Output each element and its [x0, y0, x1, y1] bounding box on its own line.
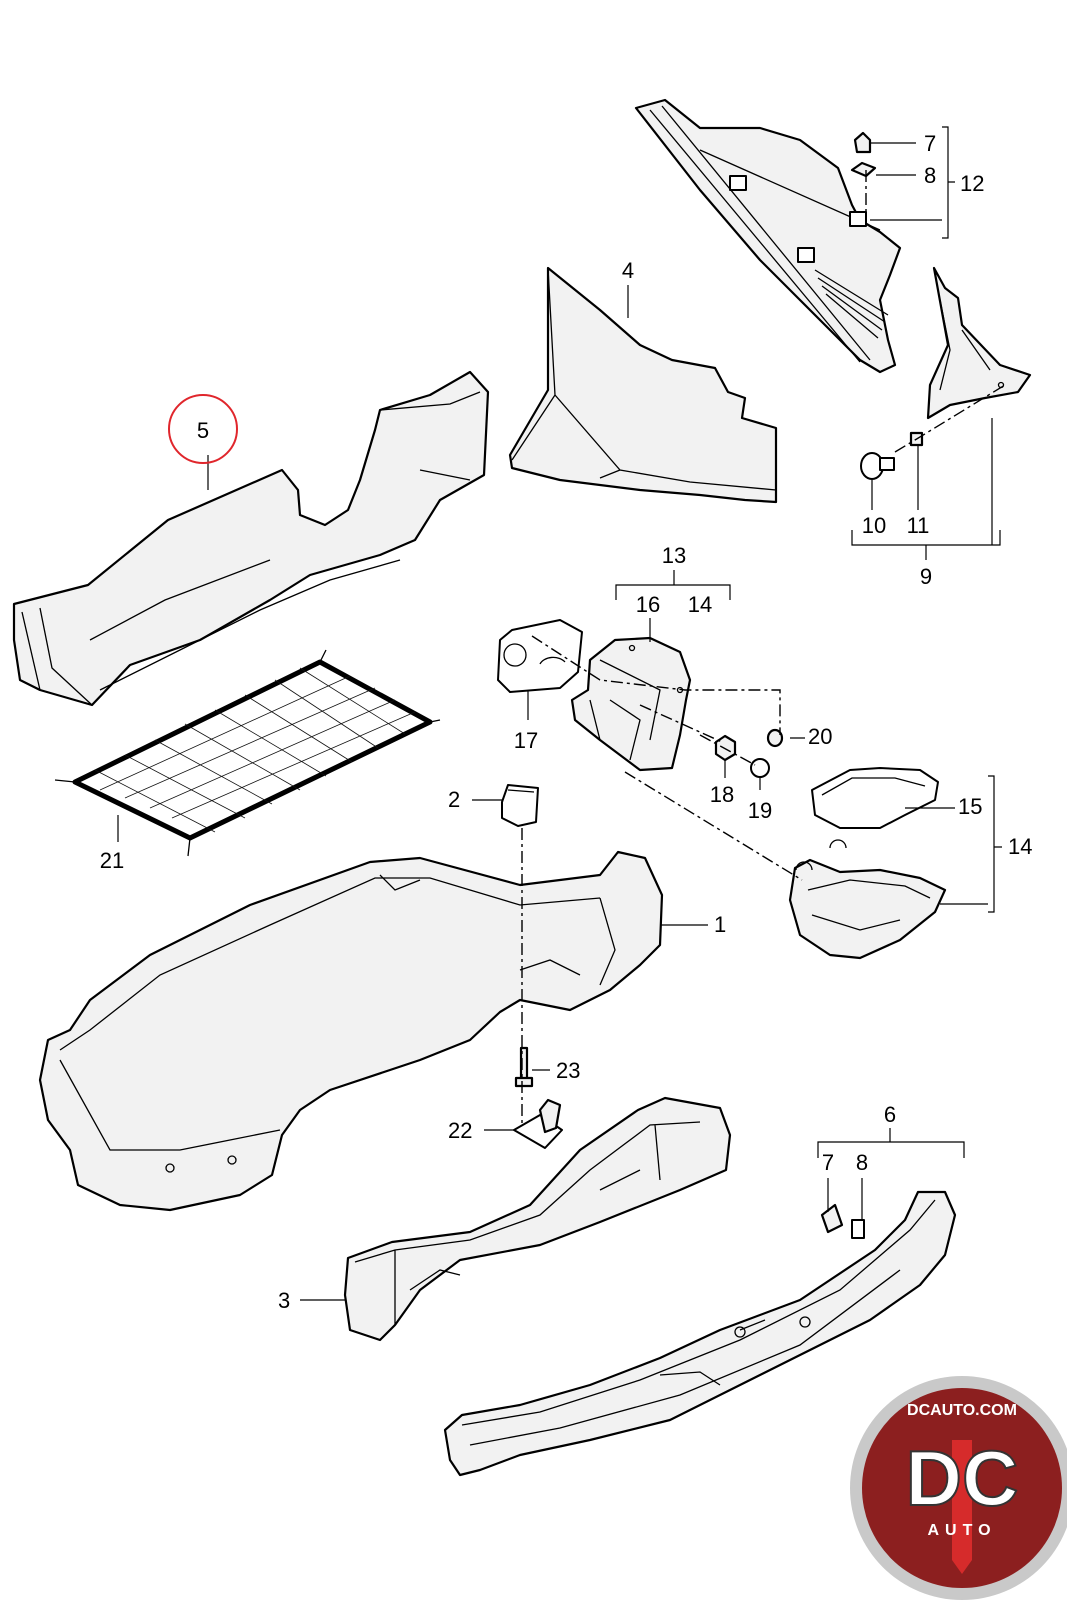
logo-letters: DC: [906, 1434, 1019, 1522]
callout-14-lower[interactable]: 14: [1008, 834, 1032, 859]
callout-20[interactable]: 20: [808, 724, 832, 749]
callout-18[interactable]: 18: [710, 782, 734, 807]
logo-subtitle: AUTO: [927, 1522, 996, 1539]
part-23-push-pin[interactable]: [514, 1046, 534, 1088]
part-8-nut-lower[interactable]: [851, 1219, 865, 1239]
part-9-pillar-bracket[interactable]: [926, 266, 1032, 420]
assembly-lines: [521, 170, 1006, 1125]
part-8-nut-upper[interactable]: [850, 161, 877, 178]
callout-9[interactable]: 9: [920, 564, 932, 589]
callout-12[interactable]: 12: [960, 171, 984, 196]
callout-6[interactable]: 6: [884, 1102, 896, 1127]
part-20-bolt[interactable]: [766, 728, 784, 748]
part-upper-pillar-trim[interactable]: [634, 98, 902, 374]
part-7-clip-upper[interactable]: [853, 131, 872, 154]
leader-lines: [117, 126, 1002, 1301]
part-21-cargo-net[interactable]: [54, 649, 441, 857]
part-3-rear-trim[interactable]: [343, 1096, 732, 1342]
callout-13[interactable]: 13: [662, 543, 686, 568]
part-6-sill-trim[interactable]: [443, 1190, 957, 1477]
callout-15[interactable]: 15: [958, 794, 982, 819]
callout-21[interactable]: 21: [100, 848, 124, 873]
part-4-quarter-trim[interactable]: [508, 266, 778, 504]
part-5-side-trim[interactable]: [12, 370, 490, 707]
callout-8-lower[interactable]: 8: [856, 1150, 868, 1175]
callout-3[interactable]: 3: [278, 1288, 290, 1313]
callout-4[interactable]: 4: [622, 258, 634, 283]
part-17-cover-plate[interactable]: [497, 619, 583, 693]
callout-17[interactable]: 17: [514, 728, 538, 753]
logo-site-text: DCAUTO.COM: [907, 1402, 1017, 1419]
callout-16[interactable]: 16: [636, 592, 660, 617]
part-7-clip-lower[interactable]: [820, 1203, 844, 1234]
callout-23[interactable]: 23: [556, 1058, 580, 1083]
callout-14-upper[interactable]: 14: [688, 592, 712, 617]
part-18-nut[interactable]: [714, 734, 737, 762]
part-10-screw[interactable]: [860, 452, 895, 480]
part-22-tie-bracket[interactable]: [513, 1098, 563, 1149]
part-15-seal[interactable]: [811, 767, 939, 829]
part-19-plug[interactable]: [750, 758, 770, 778]
callout-19[interactable]: 19: [748, 798, 772, 823]
callout-labels: 5 4 7 8 12 10 11 9 13 16 14 17 20 18 19 …: [100, 131, 1033, 1313]
callout-7-upper[interactable]: 7: [924, 131, 936, 156]
callout-10[interactable]: 10: [862, 513, 886, 538]
callout-11[interactable]: 11: [907, 513, 930, 538]
net-mesh: [94, 667, 416, 833]
callout-2[interactable]: 2: [448, 787, 460, 812]
callout-5[interactable]: 5: [197, 418, 209, 443]
callout-8-upper[interactable]: 8: [924, 163, 936, 188]
callout-1[interactable]: 1: [714, 912, 726, 937]
highlight-circle: [168, 394, 238, 464]
part-14-lid-frame[interactable]: [788, 839, 947, 960]
dcauto-logo: DCAUTO.COM DC AUTO: [850, 1376, 1067, 1600]
part-1-floor-liner[interactable]: [38, 850, 664, 1212]
part-16-bracket-housing[interactable]: [570, 636, 692, 772]
callout-22[interactable]: 22: [448, 1118, 472, 1143]
callout-7-lower[interactable]: 7: [822, 1150, 834, 1175]
part-2-clip[interactable]: [501, 784, 539, 827]
